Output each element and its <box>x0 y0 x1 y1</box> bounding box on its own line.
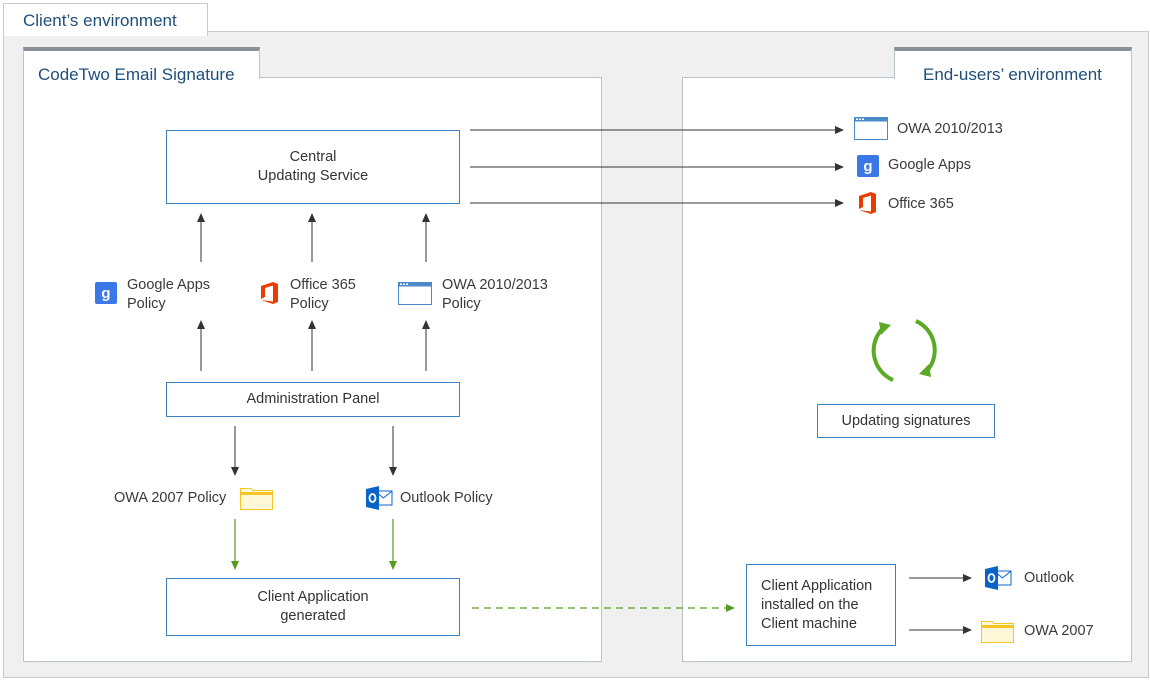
end-users-panel-title: End-users’ environment <box>923 65 1102 84</box>
owa2007-policy-label: OWA 2007 Policy <box>114 490 227 506</box>
client-application-installed-box: Client Application installed on the Clie… <box>746 564 896 646</box>
clients-environment-tab: Client’s environment <box>3 3 208 36</box>
google-apps-target-label: Google Apps <box>888 157 972 173</box>
google-g-icon: g <box>95 282 117 309</box>
owa2007-output-label: OWA 2007 <box>1024 623 1094 639</box>
svg-text:g: g <box>101 285 110 302</box>
administration-panel-box: Administration Panel <box>166 382 460 417</box>
outlook-icon <box>985 566 1012 595</box>
office365-target-label: Office 365 <box>888 196 954 212</box>
outlook-icon <box>366 486 393 515</box>
google-g-icon: g <box>857 155 879 182</box>
folder-icon <box>981 619 1014 648</box>
client-application-generated-box: Client Application generated <box>166 578 460 636</box>
owa-window-icon <box>398 282 432 310</box>
outlook-policy-label: Outlook Policy <box>400 490 493 506</box>
outlook-output-label: Outlook <box>1024 570 1074 586</box>
google-apps-policy-label: Google Apps Policy <box>127 277 211 312</box>
office365-icon <box>857 191 878 220</box>
svg-text:g: g <box>863 158 872 175</box>
codetwo-panel-tab: CodeTwo Email Signature <box>23 47 260 83</box>
central-updating-service-box: Central Updating Service <box>166 130 460 204</box>
folder-icon <box>240 486 273 515</box>
office365-policy-label: Office 365 Policy <box>290 277 356 312</box>
updating-signatures-box: Updating signatures <box>817 404 995 438</box>
owa-window-icon <box>854 117 888 145</box>
refresh-cycle-icon <box>867 313 943 392</box>
owa2010-target-label: OWA 2010/2013 <box>897 121 1003 137</box>
owa2010-policy-label: OWA 2010/2013 Policy <box>442 277 548 312</box>
end-users-panel-tab: End-users’ environment <box>894 47 1132 83</box>
office365-icon <box>259 281 280 310</box>
codetwo-panel-title: CodeTwo Email Signature <box>38 65 235 84</box>
clients-environment-title: Client’s environment <box>23 11 177 30</box>
